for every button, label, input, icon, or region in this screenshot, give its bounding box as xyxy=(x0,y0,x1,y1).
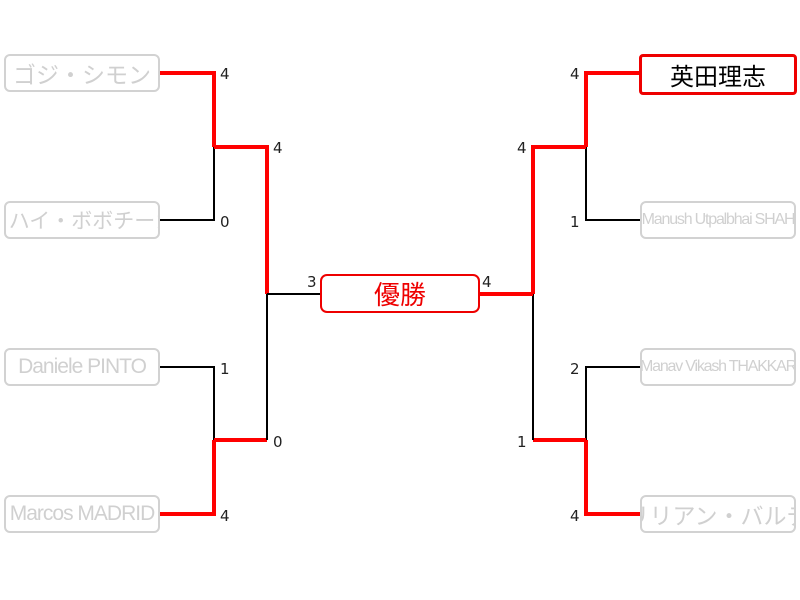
player-left-3[interactable]: Daniele PINTO xyxy=(4,348,160,386)
line-right-p4 xyxy=(584,440,640,516)
line-left-semi-top xyxy=(214,145,269,294)
line-left-p1 xyxy=(160,71,216,147)
score-right-final: 4 xyxy=(482,273,492,291)
player-right-3[interactable]: Manav Vikash THAKKAR xyxy=(640,348,796,386)
player-left-1[interactable]: ゴジ・シモン xyxy=(4,54,160,92)
line-right-semi-top xyxy=(531,145,586,294)
player-left-2[interactable]: ミハイ・ボボチーカ xyxy=(4,201,160,239)
score-right-p3: 2 xyxy=(570,360,580,378)
line-left-p3 xyxy=(160,366,215,440)
score-left-p4: 4 xyxy=(220,507,230,525)
score-left-semi-bottom: 0 xyxy=(273,433,283,451)
line-right-p2 xyxy=(585,147,640,221)
score-left-semi-top: 4 xyxy=(273,139,283,157)
player-right-4[interactable]: リリアン・バルデ xyxy=(640,495,796,533)
player-left-4[interactable]: Marcos MADRID xyxy=(4,495,160,533)
score-right-semi-bottom: 1 xyxy=(517,433,527,451)
score-right-semi-top: 4 xyxy=(517,139,527,157)
score-right-p1: 4 xyxy=(570,65,580,83)
line-right-p1 xyxy=(584,71,640,147)
score-right-p4: 4 xyxy=(570,507,580,525)
player-right-1-champion[interactable]: 英田理志 xyxy=(639,54,797,95)
score-left-p3: 1 xyxy=(220,360,230,378)
score-right-p2: 1 xyxy=(570,213,580,231)
player-right-2[interactable]: Manush Utpalbhai SHAH xyxy=(640,201,796,239)
line-left-p2 xyxy=(160,147,215,221)
final-championship-box: 優勝 xyxy=(320,274,480,313)
line-left-p4 xyxy=(160,440,216,516)
score-left-p2: 0 xyxy=(220,213,230,231)
score-left-p1: 4 xyxy=(220,65,230,83)
score-left-final: 3 xyxy=(307,273,317,291)
line-right-p3 xyxy=(585,366,640,440)
